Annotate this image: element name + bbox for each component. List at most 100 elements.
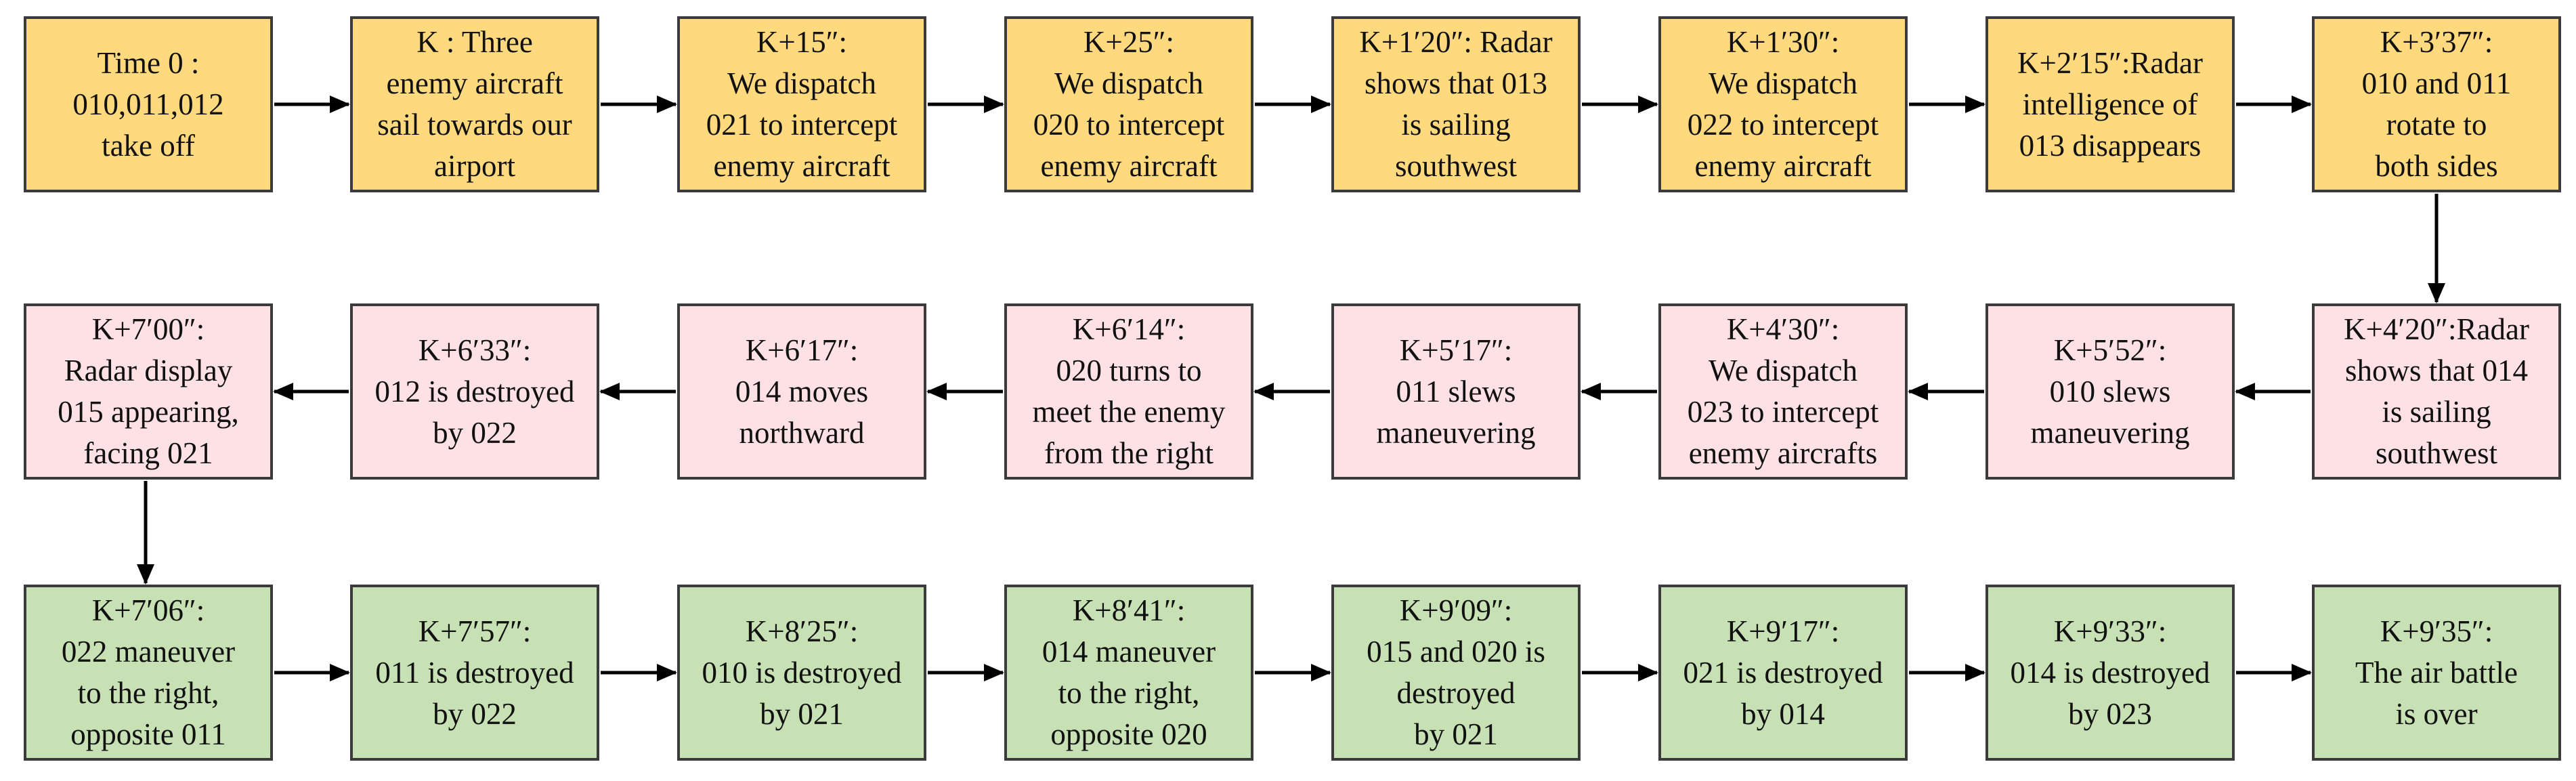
flow-step-box: K+9′17″: 021 is destroyed by 014: [1658, 585, 1908, 761]
flow-step-line: 014 is destroyed: [2010, 655, 2210, 690]
flow-step-line: shows that 013: [1364, 66, 1547, 100]
flow-step-line: 020 turns to: [1056, 354, 1202, 387]
flow-step-line: K+6′17″:: [745, 333, 859, 367]
flow-step-line: 014 maneuver: [1042, 635, 1216, 669]
flow-step-line: 015 appearing,: [58, 395, 239, 429]
flow-step-line: K : Three: [416, 25, 533, 59]
flow-step-line: We dispatch: [1708, 354, 1858, 387]
flow-step-line: 010,011,012: [72, 87, 224, 121]
flow-step-line: opposite 011: [70, 717, 226, 751]
flow-step-line: by 022: [433, 415, 517, 450]
flow-step-line: K+4′30″:: [1726, 312, 1840, 346]
flow-step-text: K+9′17″: 021 is destroyed by 014: [1683, 611, 1883, 735]
flow-step-line: destroyed: [1396, 676, 1516, 710]
flow-step-line: 014 moves: [735, 374, 869, 408]
flow-step-line: K+7′06″:: [91, 593, 205, 627]
flow-step-line: maneuvering: [1376, 415, 1536, 450]
flow-step-line: Radar display: [64, 354, 233, 387]
flow-step-line: 020 to intercept: [1033, 108, 1225, 142]
flow-step-line: K+7′00″:: [91, 312, 205, 346]
flow-step-line: 021 is destroyed: [1683, 655, 1883, 690]
flow-step-text: K+8′41″: 014 maneuver to the right, opposit…: [1042, 590, 1216, 755]
flow-step-line: K+9′33″:: [2053, 614, 2167, 648]
flow-step-line: is over: [2395, 696, 2478, 731]
flow-step-line: 010 and 011: [2361, 66, 2512, 100]
flow-step-line: The air battle: [2355, 655, 2518, 690]
flow-step-line: is sailing: [1401, 108, 1511, 142]
flow-step-line: maneuvering: [2030, 415, 2190, 450]
flow-step-line: We dispatch: [1708, 66, 1858, 100]
flow-step-line: K+6′14″:: [1072, 312, 1186, 346]
flow-step-line: by 021: [760, 696, 844, 731]
flow-step-line: to the right,: [1058, 676, 1200, 710]
flow-step-line: 011 is destroyed: [375, 655, 574, 690]
flow-step-line: enemy aircraft: [1040, 149, 1218, 183]
flow-step-line: 022 maneuver: [61, 635, 236, 669]
flow-step-line: by 014: [1741, 696, 1825, 731]
flow-step-line: K+4′20″:Radar: [2344, 312, 2529, 346]
flow-step-line: K+9′09″:: [1399, 593, 1513, 627]
flow-step-line: 022 to intercept: [1687, 108, 1879, 142]
flow-step-line: K+15″:: [756, 25, 848, 59]
flow-step-line: airport: [434, 149, 515, 183]
flow-step-line: K+9′17″:: [1726, 614, 1840, 648]
flow-step-line: enemy aircraft: [1694, 149, 1872, 183]
flow-step-text: K+5′52″: 010 slews maneuvering: [2031, 330, 2190, 454]
flow-step-line: 010 slews: [2049, 374, 2171, 408]
flow-step-line: enemy aircraft: [386, 66, 563, 100]
flow-step-text: K+1′30″: We dispatch 022 to intercept enemy…: [1688, 22, 1879, 187]
flow-step-line: enemy aircraft: [713, 149, 890, 183]
flow-step-line: 021 to intercept: [706, 108, 898, 142]
flow-step-line: K+8′41″:: [1072, 593, 1186, 627]
flow-step-line: K+8′25″:: [745, 614, 859, 648]
flow-step-text: K+7′00″: Radar display 015 appearing, facin…: [58, 309, 238, 474]
flow-step-line: K+1′30″:: [1726, 25, 1840, 59]
flow-step-box: K+9′35″: The air battle is over: [2312, 585, 2561, 761]
flow-step-line: K+3′37″:: [2380, 25, 2493, 59]
flow-step-line: southwest: [2375, 436, 2497, 470]
flow-step-line: opposite 020: [1050, 717, 1207, 751]
flow-step-line: from the right: [1044, 436, 1214, 470]
flow-step-box: K+8′41″: 014 maneuver to the right, opposit…: [1004, 585, 1253, 761]
flow-step-line: K+9′35″:: [2380, 614, 2493, 648]
flow-step-line: 012 is destroyed: [374, 374, 575, 408]
flow-step-line: 015 and 020 is: [1367, 635, 1545, 669]
flow-step-line: 023 to intercept: [1687, 395, 1879, 429]
flow-step-line: We dispatch: [1054, 66, 1204, 100]
flow-step-line: facing 021: [83, 436, 213, 470]
flow-step-line: K+1′20″: Radar: [1359, 25, 1553, 59]
flow-step-line: rotate to: [2386, 108, 2487, 142]
flow-step-line: K+5′52″:: [2053, 333, 2167, 367]
flow-step-box: K+5′52″: 010 slews maneuvering: [1985, 303, 2235, 480]
flow-step-line: Time 0 :: [97, 45, 200, 80]
